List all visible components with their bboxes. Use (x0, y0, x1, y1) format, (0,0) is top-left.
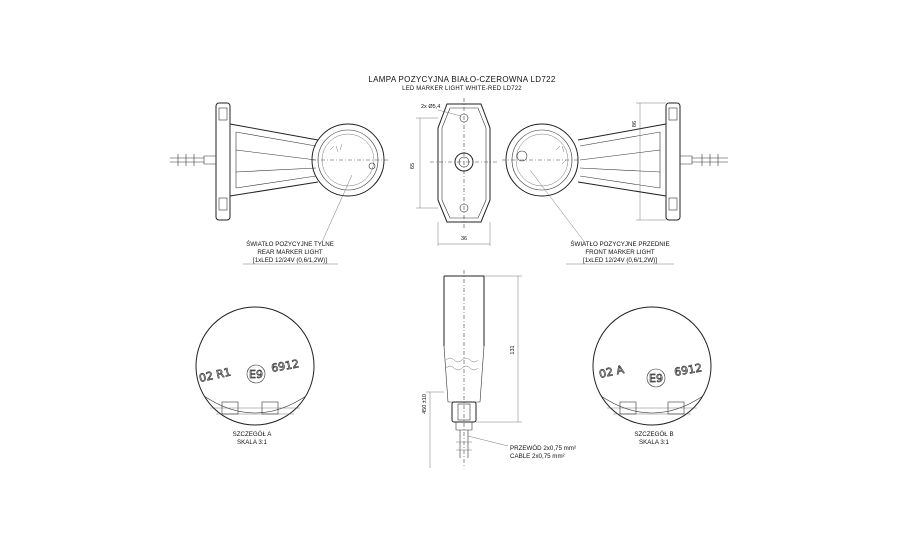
side-height-value: 86 (632, 121, 638, 127)
detail-b-view: 02 A E9 6912 (592, 306, 712, 426)
svg-text:REAR MARKER LIGHT: REAR MARKER LIGHT (257, 249, 323, 256)
cable-label: PRZEWÓD 2x0,75 mm² CABLE 2x0,75 mm² (510, 445, 576, 460)
plate-height-dimension (416, 117, 438, 209)
front-lamp-side-view (502, 102, 728, 245)
side-height-dimension (636, 102, 666, 221)
drawing-title: LAMPA POZYCYJNA BIAŁO-CZEROWNA LD722 (368, 75, 555, 84)
detail-a-marks-right: 6912 (270, 357, 300, 375)
svg-text:CABLE 2x0,75 mm²: CABLE 2x0,75 mm² (510, 453, 565, 460)
detail-a-scale: SKALA 3:1 (237, 439, 267, 446)
svg-text:[1xLED 12/24V (0,6/1,2W)]: [1xLED 12/24V (0,6/1,2W)] (253, 257, 327, 264)
detail-b-marks-right: 6912 (673, 361, 703, 379)
length-dimension (476, 275, 522, 423)
detail-a-title: SZCZEGÓŁ A (233, 431, 273, 438)
cable-length-value: 450 ±10 (422, 394, 428, 414)
hole-dimension: 2x Ø5,4 (421, 104, 440, 110)
svg-text:ŚWIATŁO POZYCYJNE TYLNE: ŚWIATŁO POZYCYJNE TYLNE (246, 240, 334, 248)
detail-b-marks-left: 02 A (598, 363, 626, 381)
detail-b-title: SZCZEGÓŁ B (634, 431, 673, 438)
drawing-subtitle: LED MARKER LIGHT WHITE-RED LD722 (402, 86, 522, 92)
plate-height-value: 65 (410, 163, 416, 169)
svg-text:[1xLED 12/24V (0,6/1,2W)]: [1xLED 12/24V (0,6/1,2W)] (583, 257, 657, 264)
detail-a-marks-left: 02 R1 (198, 366, 232, 385)
detail-a-view: 02 R1 E9 6912 (195, 306, 315, 426)
svg-text:PRZEWÓD 2x0,75 mm²: PRZEWÓD 2x0,75 mm² (510, 445, 576, 452)
front-marker-label: ŚWIATŁO POZYCYJNE PRZEDNIE FRONT MARKER … (566, 240, 674, 265)
lamp-stem-profile (443, 270, 509, 468)
mounting-plate-front-view (430, 98, 498, 230)
detail-b-scale: SKALA 3:1 (639, 439, 669, 446)
svg-text:FRONT MARKER LIGHT: FRONT MARKER LIGHT (585, 249, 655, 256)
detail-a-mark-e: E9 (249, 368, 263, 381)
svg-text:ŚWIATŁO POZYCYJNE PRZEDNIE: ŚWIATŁO POZYCYJNE PRZEDNIE (570, 240, 669, 248)
rear-marker-label: ŚWIATŁO POZYCYJNE TYLNE REAR MARKER LIGH… (243, 240, 338, 265)
rear-lamp-side-view (170, 102, 390, 243)
plate-width-dimension (437, 222, 491, 246)
plate-width-value: 36 (461, 236, 467, 242)
length-value: 131 (510, 345, 516, 354)
detail-b-mark-e: E9 (649, 372, 663, 385)
cable-length-dimension (426, 391, 444, 468)
